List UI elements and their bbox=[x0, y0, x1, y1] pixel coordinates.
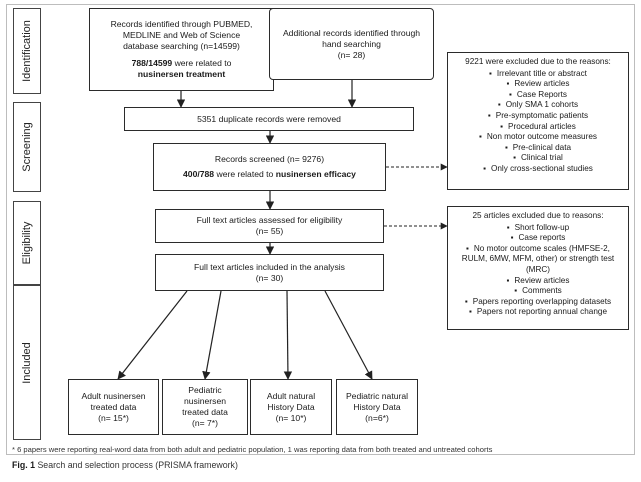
duplicates-text: 5351 duplicate records were removed bbox=[197, 113, 341, 124]
excluded-eligibility-item: Short follow-up bbox=[454, 223, 622, 234]
figure-caption: Fig. 1 Search and selection process (PRI… bbox=[12, 460, 238, 470]
box-included-analysis: Full text articles included in the analy… bbox=[155, 254, 384, 291]
final-line2: treated data bbox=[90, 401, 137, 412]
excluded-screening-item: Pre-clinical data bbox=[454, 143, 622, 154]
phase-eligibility: Eligibility bbox=[13, 201, 41, 285]
box-excluded-screening: 9221 were excluded due to the reasons: I… bbox=[447, 52, 629, 190]
final-count: (n=6*) bbox=[365, 412, 389, 423]
full-text-line1: Full text articles assessed for eligibil… bbox=[196, 215, 343, 225]
final-line1: Adult nusinersen bbox=[81, 390, 146, 401]
excluded-screening-item: Review articles bbox=[454, 79, 622, 90]
excluded-eligibility-item: Papers reporting overlapping datasets bbox=[454, 297, 622, 308]
box-pediatric-natural-history: Pediatric natural History Data (n=6*) bbox=[336, 379, 418, 435]
final-line2: treated data bbox=[182, 407, 228, 417]
caption-label: Fig. 1 bbox=[12, 460, 35, 470]
excluded-eligibility-item: Comments bbox=[454, 286, 622, 297]
phase-included: Included bbox=[13, 285, 41, 440]
db-search-rest: were related to bbox=[172, 58, 232, 68]
final-line1: Pediatric natural bbox=[345, 390, 409, 401]
db-search-bold-topic: nusinersen treatment bbox=[137, 69, 226, 79]
arrow-to-pediatric-treated bbox=[202, 290, 222, 380]
excluded-eligibility-item: No motor outcome scales (HMFSE-2, RULM, … bbox=[454, 244, 622, 276]
excluded-eligibility-head: 25 articles excluded due to reasons: bbox=[472, 211, 604, 220]
excluded-eligibility-item: Papers not reporting annual change bbox=[454, 307, 622, 318]
full-text-line2: (n= 55) bbox=[255, 226, 284, 236]
final-line2: History Data bbox=[353, 401, 401, 412]
hand-search-line1: Additional records identified through bbox=[282, 27, 421, 38]
box-adult-nusinersen-treated: Adult nusinersen treated data (n= 15*) bbox=[68, 379, 159, 435]
db-search-line1: Records identified through PUBMED, bbox=[110, 19, 253, 29]
arrow-to-adult-treated bbox=[117, 290, 188, 380]
excluded-screening-item: Clinical trial bbox=[454, 153, 622, 164]
excluded-screening-item: Only SMA 1 cohorts bbox=[454, 100, 622, 111]
box-records-screened: Records screened (n= 9276) 400/788 were … bbox=[153, 143, 386, 191]
box-database-search: Records identified through PUBMED, MEDLI… bbox=[89, 8, 274, 91]
db-search-line3: database searching (n=14599) bbox=[123, 41, 240, 51]
excluded-eligibility-item: Review articles bbox=[454, 276, 622, 287]
box-duplicates-removed: 5351 duplicate records were removed bbox=[124, 107, 414, 131]
phase-identification: Identification bbox=[13, 8, 41, 94]
final-line2: History Data bbox=[267, 401, 315, 412]
screened-bold-count: 400/788 bbox=[183, 169, 215, 179]
excluded-screening-item: Case Reports bbox=[454, 90, 622, 101]
box-excluded-eligibility: 25 articles excluded due to reasons: Sho… bbox=[447, 206, 629, 330]
excluded-eligibility-item: Case reports bbox=[454, 233, 622, 244]
final-count: (n= 7*) bbox=[191, 418, 219, 428]
screened-bold-topic: nusinersen efficacy bbox=[275, 169, 356, 179]
arrow-to-adult-history bbox=[283, 290, 293, 380]
included-line1: Full text articles included in the analy… bbox=[194, 261, 345, 272]
final-count: (n= 15*) bbox=[98, 412, 129, 423]
final-line1: Adult natural bbox=[266, 390, 316, 401]
final-count: (n= 10*) bbox=[275, 412, 307, 423]
excluded-screening-item: Non motor outcome measures bbox=[454, 132, 622, 143]
arrow-to-pediatric-history bbox=[324, 290, 373, 380]
box-pediatric-nusinersen-treated: Pediatric nusinersen treated data (n= 7*… bbox=[162, 379, 248, 435]
hand-search-line2: hand searching bbox=[322, 38, 381, 49]
included-line2: (n= 30) bbox=[255, 272, 284, 283]
screened-line1: Records screened (n= 9276) bbox=[214, 154, 325, 164]
box-full-text-assessed: Full text articles assessed for eligibil… bbox=[155, 209, 384, 243]
box-adult-natural-history: Adult natural History Data (n= 10*) bbox=[250, 379, 332, 435]
screened-rest: were related to bbox=[214, 169, 276, 179]
footnote: * 6 papers were reporting real-word data… bbox=[12, 445, 493, 454]
final-line1: Pediatric nusinersen bbox=[183, 385, 227, 406]
caption-text: Search and selection process (PRISMA fra… bbox=[37, 460, 238, 470]
db-search-bold-count: 788/14599 bbox=[131, 58, 173, 68]
excluded-screening-item: Irrelevant title or abstract bbox=[454, 69, 622, 80]
excluded-screening-item: Procedural articles bbox=[454, 122, 622, 133]
excluded-screening-head: 9221 were excluded due to the reasons: bbox=[465, 57, 611, 66]
hand-search-line3: (n= 28) bbox=[337, 49, 366, 60]
excluded-screening-item: Only cross-sectional studies bbox=[454, 164, 622, 175]
excluded-screening-item: Pre-symptomatic patients bbox=[454, 111, 622, 122]
box-hand-search: Additional records identified through ha… bbox=[269, 8, 434, 80]
phase-screening: Screening bbox=[13, 102, 41, 192]
db-search-line2: MEDLINE and Web of Science bbox=[122, 30, 241, 40]
